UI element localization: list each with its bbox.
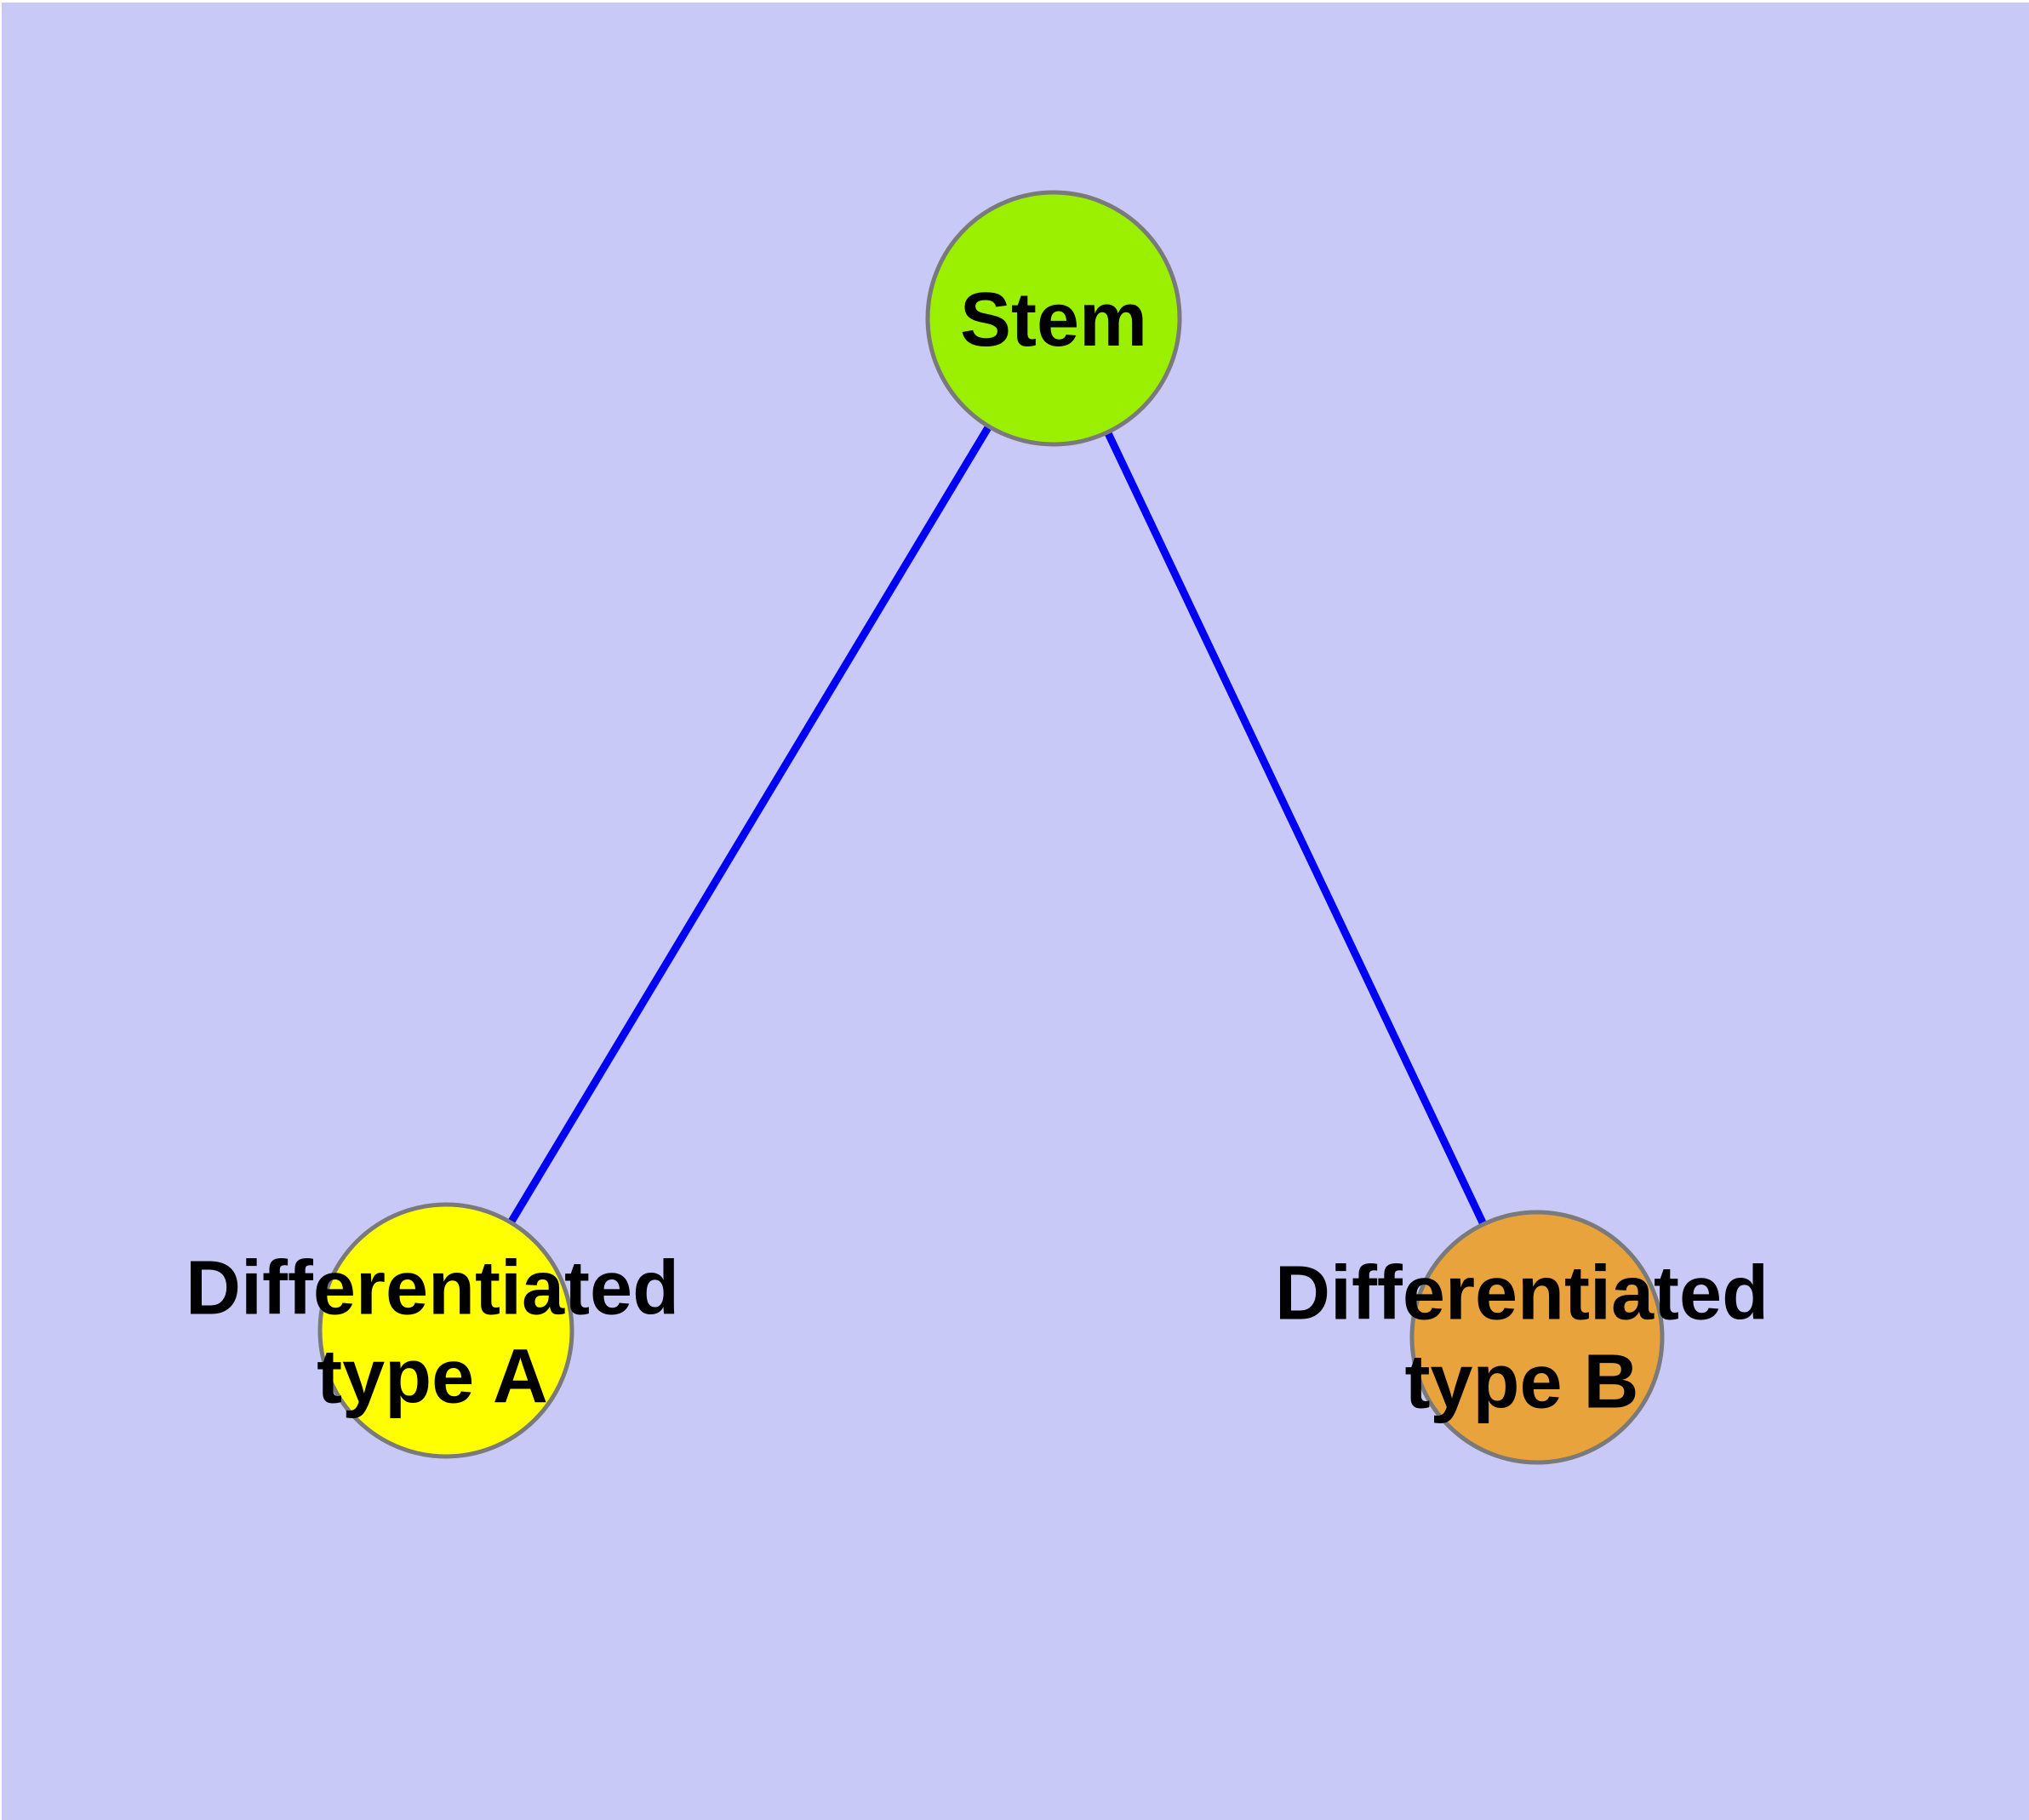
node-stem bbox=[925, 190, 1182, 447]
node-label-differentiated-type-a: Differentiated type A bbox=[185, 1245, 680, 1420]
node-differentiated-type-a bbox=[317, 1202, 574, 1459]
node-differentiated-type-b bbox=[1409, 1210, 1665, 1465]
edge-stem-to-type-b bbox=[1049, 317, 1541, 1339]
node-label-stem: Stem bbox=[959, 277, 1148, 363]
node-label-differentiated-type-b: Differentiated type B bbox=[1274, 1251, 1769, 1425]
edge-stem-to-type-a bbox=[443, 316, 1057, 1333]
